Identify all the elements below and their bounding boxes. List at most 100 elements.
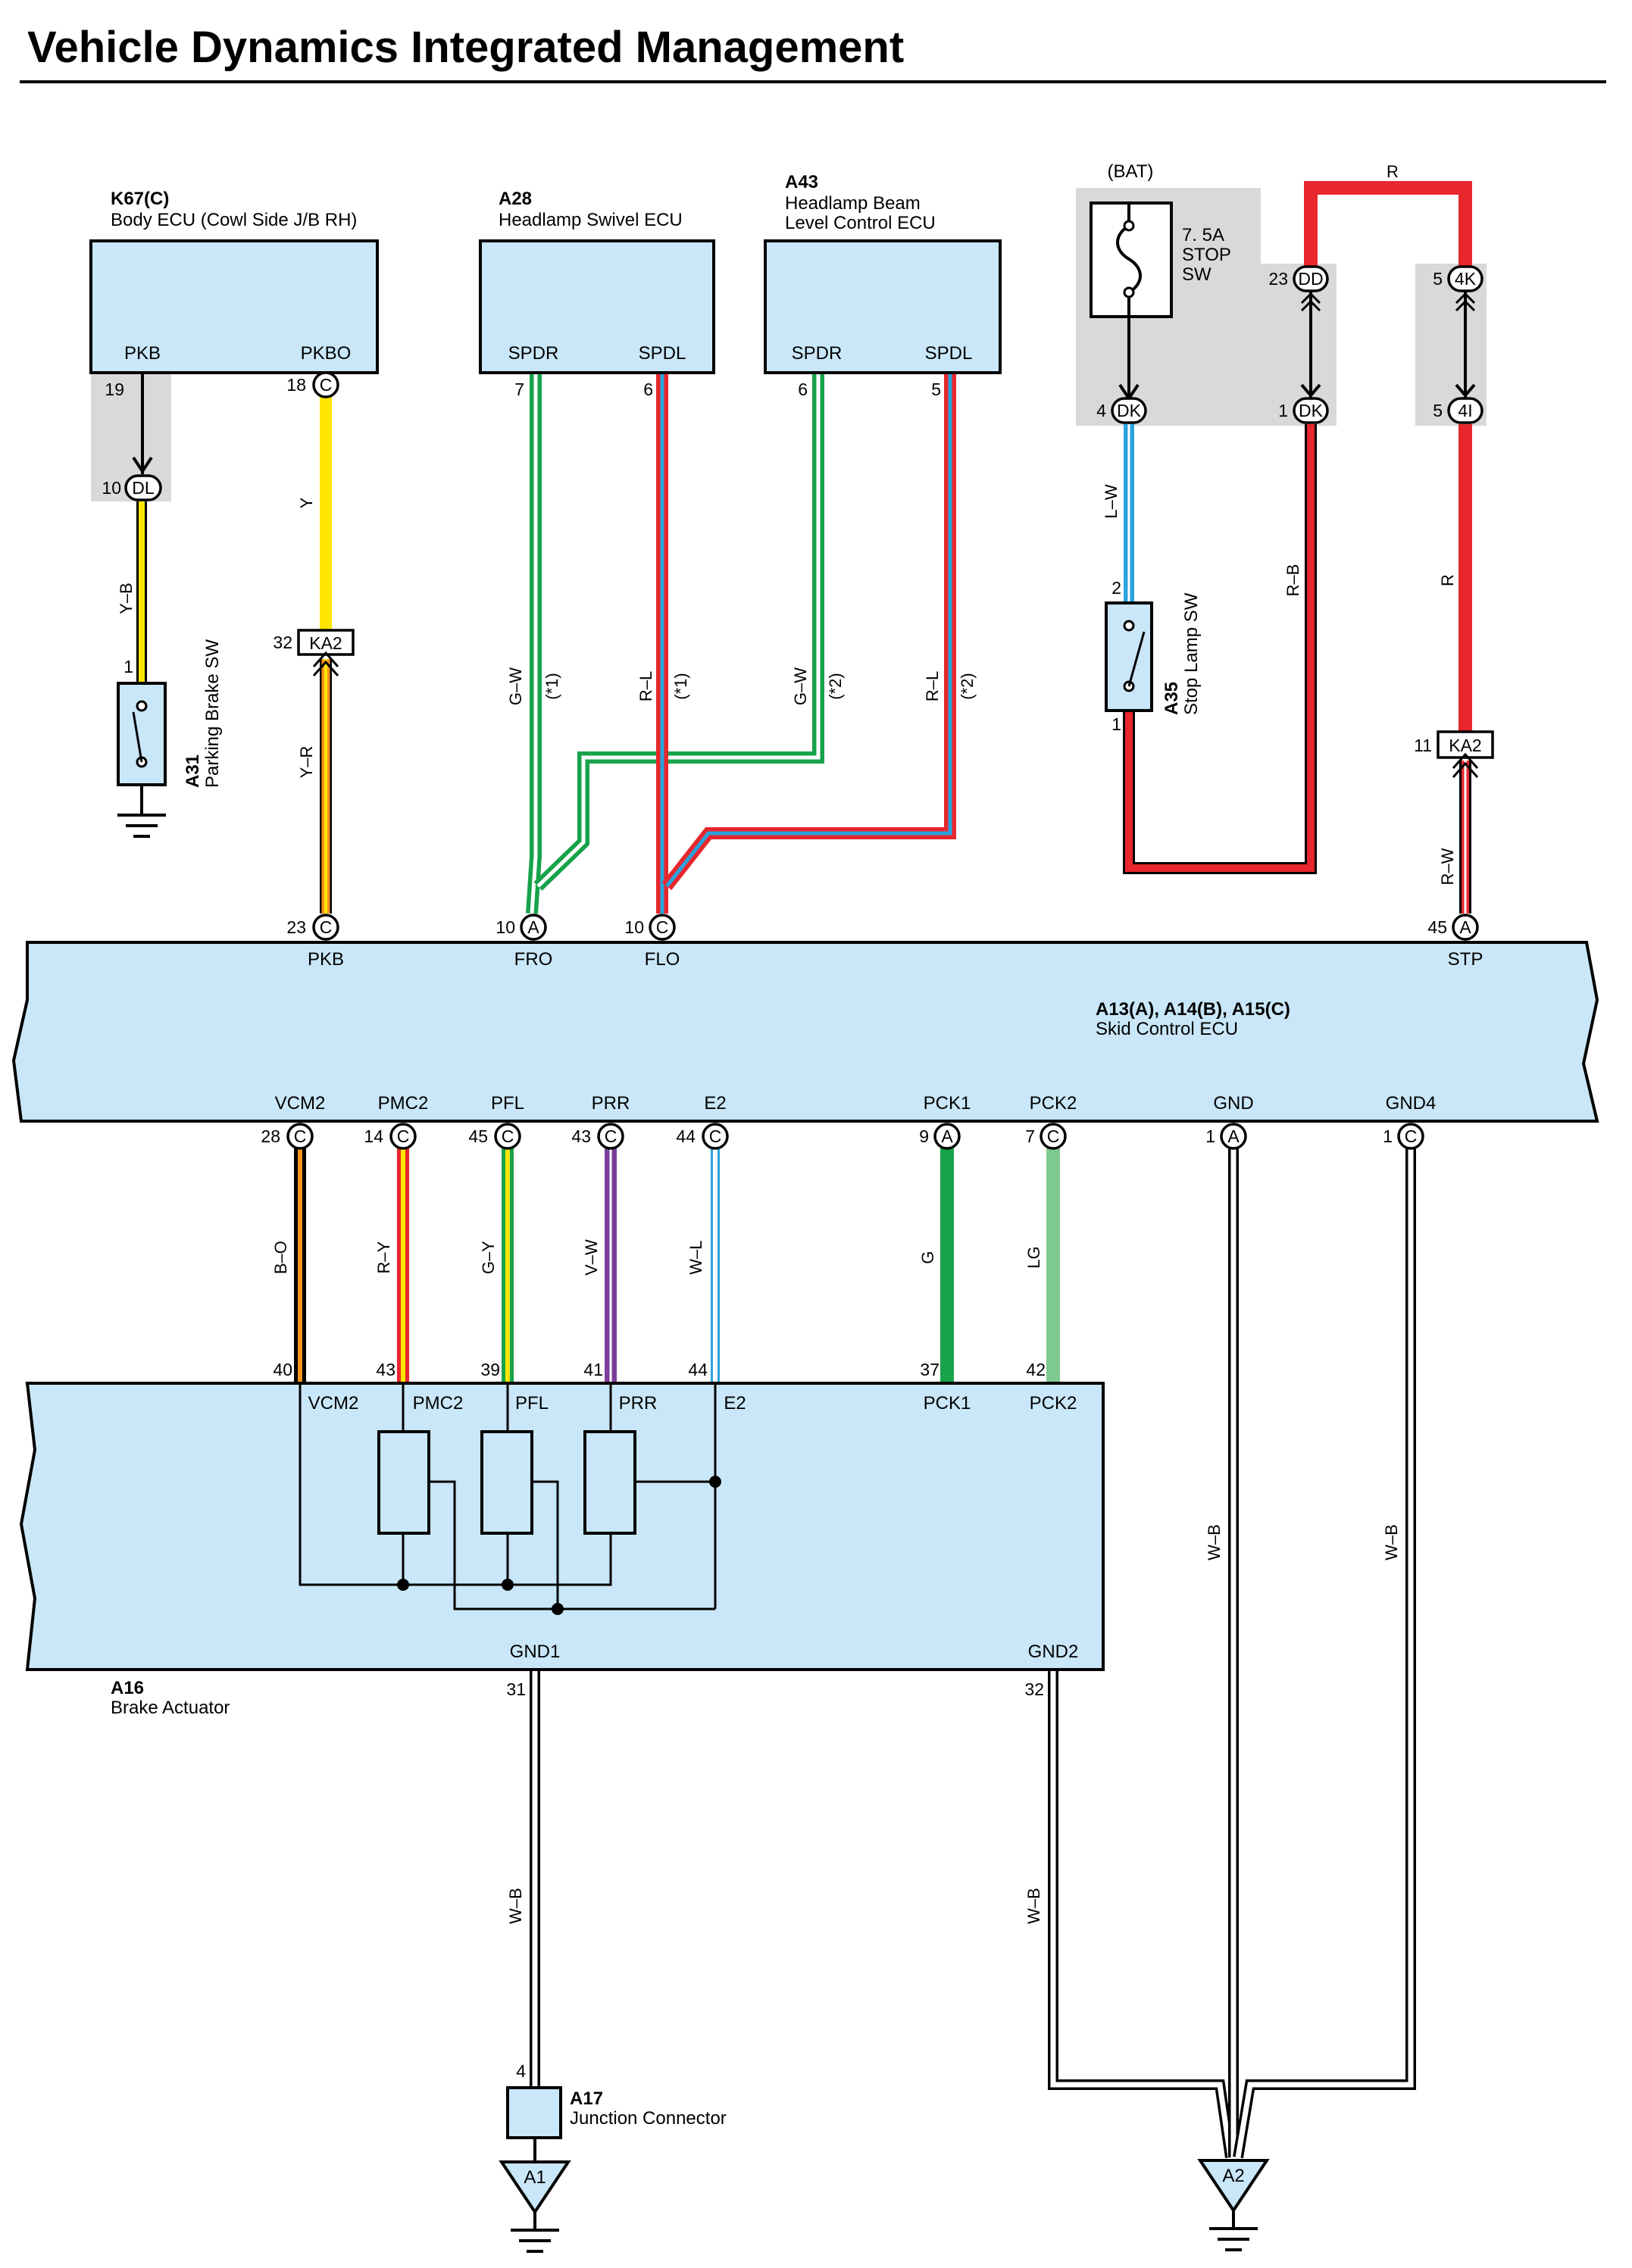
pin-5-4i: 5 [1433, 401, 1443, 420]
k67-pin-pkb: PKB [124, 343, 161, 364]
a16-pin-prr: PRR [619, 1393, 658, 1414]
skid-pin-gnd: GND [1213, 1093, 1253, 1114]
pin-numbers: 19 10 1 18 32 7 6 6 5 4 23 1 5 5 2 1 11 … [102, 269, 1447, 2081]
brake-actuator [19, 1382, 1105, 1671]
a28-headlamp-swivel-ecu [479, 239, 715, 374]
pin-11-ka2: 11 [1414, 736, 1432, 755]
ground-a2-label: A2 [1222, 2166, 1244, 2186]
skid-pin-gnd4: GND4 [1386, 1093, 1437, 1114]
a28-code: A28 [499, 189, 532, 209]
skid-pin-flo: FLO [645, 949, 680, 970]
label-v-w: V–W [582, 1239, 601, 1276]
pin-28: 28 [261, 1126, 280, 1146]
conn-c-vcm2: C [294, 1126, 307, 1146]
connector-dk-2 [1293, 397, 1329, 424]
pin-7-a28: 7 [514, 380, 524, 399]
label-w-l: W–L [686, 1240, 705, 1274]
a16-name: Brake Actuator [111, 1698, 230, 1718]
pin-5-a43: 5 [931, 380, 941, 399]
pin-4-dk: 4 [1096, 401, 1106, 420]
conn-c-flo: C [656, 917, 669, 937]
label-note-1a: (*1) [542, 673, 561, 699]
a43-pin-spdl: SPDL [925, 343, 973, 364]
label-r-w: R–W [1438, 848, 1457, 885]
skid-pin-pck1: PCK1 [924, 1093, 971, 1114]
a43-name-line1: Headlamp Beam [785, 193, 921, 214]
label-r-top: R [1387, 162, 1399, 181]
label-note-1b: (*1) [671, 673, 690, 699]
a28-name: Headlamp Swivel ECU [499, 210, 683, 230]
a16-code: A16 [111, 1678, 144, 1698]
wire-g-w-a28 [526, 373, 542, 914]
plug-icon [1300, 292, 1321, 312]
plug-icon [1452, 752, 1479, 778]
plug-icon [1455, 292, 1476, 312]
conn-c-prr: C [605, 1126, 617, 1146]
a16-pin-39: 39 [480, 1360, 500, 1379]
fuse-name: STOP [1182, 245, 1231, 265]
skid-pin-stp: STP [1448, 949, 1483, 970]
connector-4k-label: 4K [1455, 269, 1477, 289]
pin-19: 19 [105, 380, 124, 399]
jb-area-dd [1261, 264, 1337, 426]
skid-name: Skid Control ECU [1096, 1019, 1238, 1039]
a17-name: Junction Connector [570, 2108, 727, 2129]
conn-c-e2: C [709, 1126, 722, 1146]
conn-a-gnd: A [1227, 1126, 1240, 1146]
label-lg: LG [1024, 1246, 1043, 1268]
skid-pin-e2: E2 [704, 1093, 726, 1114]
pin-23-dd: 23 [1268, 269, 1288, 289]
label-y-b: Y–B [117, 583, 136, 614]
connector-ka2-y-label: KA2 [309, 633, 342, 653]
pin-10-a: 10 [496, 917, 515, 937]
pin-7: 7 [1025, 1126, 1035, 1146]
k67-pin-pkbo: PKBO [301, 343, 352, 364]
conn-c-pkb: C [320, 917, 333, 937]
pin-44: 44 [676, 1126, 696, 1146]
pin-23-c: 23 [286, 917, 306, 937]
pin-43: 43 [571, 1126, 591, 1146]
label-w-b-1: W–B [506, 1888, 525, 1924]
conn-a-fro: A [527, 917, 539, 937]
k67-body-ecu [89, 239, 379, 374]
a16-pin-pck2: PCK2 [1030, 1393, 1077, 1414]
fuse-icon [1116, 203, 1142, 317]
a35-code: A35 [1161, 682, 1182, 715]
a16-pin-37: 37 [920, 1360, 939, 1379]
a16-pin-41: 41 [583, 1360, 603, 1379]
conn-a-stp: A [1459, 917, 1471, 937]
plug-icon [312, 651, 339, 676]
connector-dk-1-label: DK [1117, 401, 1142, 420]
label-w-b-4: W–B [1382, 1524, 1401, 1560]
label-b-o: B–O [271, 1241, 290, 1274]
a28-pin-spdr: SPDR [508, 343, 559, 364]
label-w-b-3: W–B [1205, 1524, 1224, 1560]
conn-c-pkbo: C [320, 375, 333, 395]
conn-c-pck2: C [1047, 1126, 1060, 1146]
switch-contact-icon [136, 700, 148, 712]
pin-6-a28: 6 [643, 380, 653, 399]
skid-pin-pck2: PCK2 [1030, 1093, 1077, 1114]
switch-blade-icon [132, 711, 143, 763]
connector-dl-label: DL [132, 478, 155, 498]
parking-brake-switch [117, 682, 167, 786]
pin-1-a35: 1 [1111, 714, 1121, 734]
a16-pin-32: 32 [1024, 1679, 1044, 1699]
wire-r [1304, 181, 1472, 732]
a16-pin-vcm2: VCM2 [308, 1393, 359, 1414]
pin-1-a: 1 [1205, 1126, 1215, 1146]
wire-w-b-skid-gnd4 [1233, 1148, 1416, 2159]
bat-label: (BAT) [1108, 161, 1154, 182]
conn-c-pmc2: C [397, 1126, 410, 1146]
connector-ka2-rw-label: KA2 [1449, 736, 1481, 755]
a31-label: A31 Parking Brake SW [183, 639, 223, 788]
a16-pin-pfl: PFL [515, 1393, 549, 1414]
a35-label: A35 Stop Lamp SW [1161, 592, 1202, 715]
conn-c-gnd4: C [1405, 1126, 1418, 1146]
switch-contact-icon [1123, 620, 1135, 632]
pin-9: 9 [919, 1126, 929, 1146]
pin-5-4k: 5 [1433, 269, 1443, 289]
a16-pin-e2: E2 [724, 1393, 746, 1414]
k67-name: Body ECU (Cowl Side J/B RH) [111, 210, 357, 230]
a16-pin-gnd1: GND1 [510, 1642, 561, 1662]
